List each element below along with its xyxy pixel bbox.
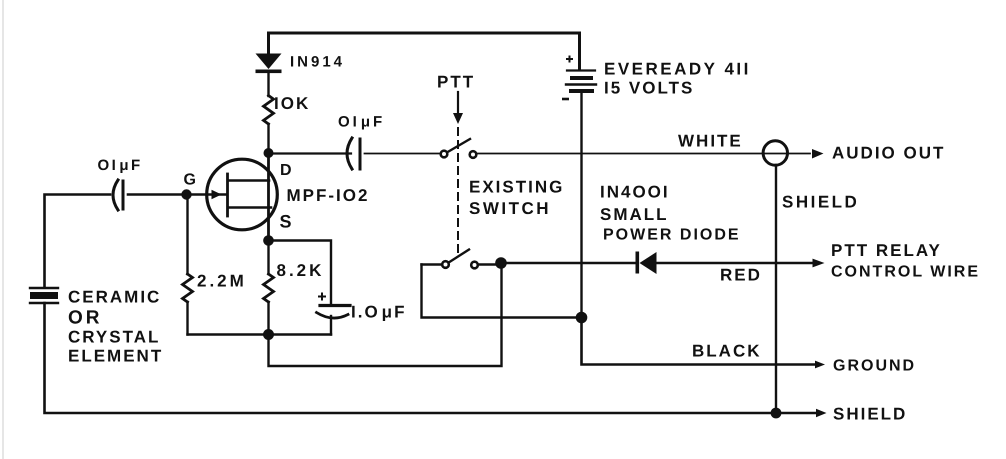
svg-text:IOK: IOK <box>274 94 310 113</box>
svg-text:SMALL: SMALL <box>600 205 669 224</box>
svg-text:MPF-IO2: MPF-IO2 <box>287 186 370 205</box>
svg-text:2.2M: 2.2M <box>197 272 247 291</box>
svg-text:OR: OR <box>68 308 103 329</box>
svg-text:OIμF: OIμF <box>98 157 143 174</box>
svg-text:8.2K: 8.2K <box>277 261 325 280</box>
svg-text:BLACK: BLACK <box>692 342 762 361</box>
svg-text:GROUND: GROUND <box>833 358 916 375</box>
svg-text:SWITCH: SWITCH <box>469 199 551 218</box>
svg-text:OIμF: OIμF <box>338 114 385 131</box>
svg-text:SHIELD: SHIELD <box>833 405 907 424</box>
svg-text:EXISTING: EXISTING <box>469 178 564 197</box>
svg-text:I5 VOLTS: I5 VOLTS <box>604 79 694 98</box>
svg-text:I.OμF: I.OμF <box>351 303 406 322</box>
svg-text:PTT RELAY: PTT RELAY <box>831 241 942 260</box>
svg-text:WHITE: WHITE <box>678 132 743 151</box>
svg-text:CRYSTAL: CRYSTAL <box>68 328 160 347</box>
svg-text:PTT: PTT <box>437 73 475 92</box>
svg-text:SHIELD: SHIELD <box>782 193 859 212</box>
svg-text:POWER DIODE: POWER DIODE <box>603 227 741 244</box>
svg-text:CERAMIC: CERAMIC <box>68 288 161 307</box>
svg-text:CONTROL WIRE: CONTROL WIRE <box>831 264 980 281</box>
svg-text:RED: RED <box>720 266 762 285</box>
svg-text:EVEREADY 4II: EVEREADY 4II <box>604 60 751 79</box>
svg-text:ELEMENT: ELEMENT <box>68 347 163 366</box>
svg-text:G: G <box>184 172 198 189</box>
svg-text:IN914: IN914 <box>290 54 345 71</box>
svg-text:AUDIO OUT: AUDIO OUT <box>832 144 945 163</box>
svg-text:D: D <box>280 162 294 179</box>
svg-text:IN4OOI: IN4OOI <box>600 183 670 202</box>
svg-text:S: S <box>280 212 294 232</box>
